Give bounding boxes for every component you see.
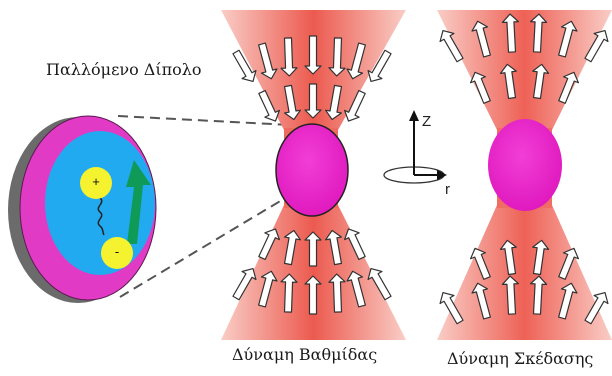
axis-z-label: Z — [422, 113, 431, 130]
plus-sign: + — [92, 174, 100, 189]
minus-sign: - — [115, 244, 119, 259]
beam-upper-cone — [437, 10, 612, 130]
dipole-disk: + - — [8, 116, 156, 303]
axis-triad-icon: Z r — [384, 110, 450, 198]
dipole-title: Παλλόμενο Δίπολο — [46, 60, 202, 79]
trapped-particle-right — [488, 119, 562, 211]
scattering-force-beam — [436, 10, 612, 340]
scattering-force-label: Δύναμη Σκέδασης — [447, 349, 593, 368]
gradient-force-beam — [221, 10, 406, 340]
trapped-particle-left — [276, 124, 348, 216]
axis-r-label: r — [445, 181, 450, 198]
gradient-force-label: Δύναμη Βαθμίδας — [232, 345, 377, 364]
connector-top-line — [118, 116, 290, 125]
